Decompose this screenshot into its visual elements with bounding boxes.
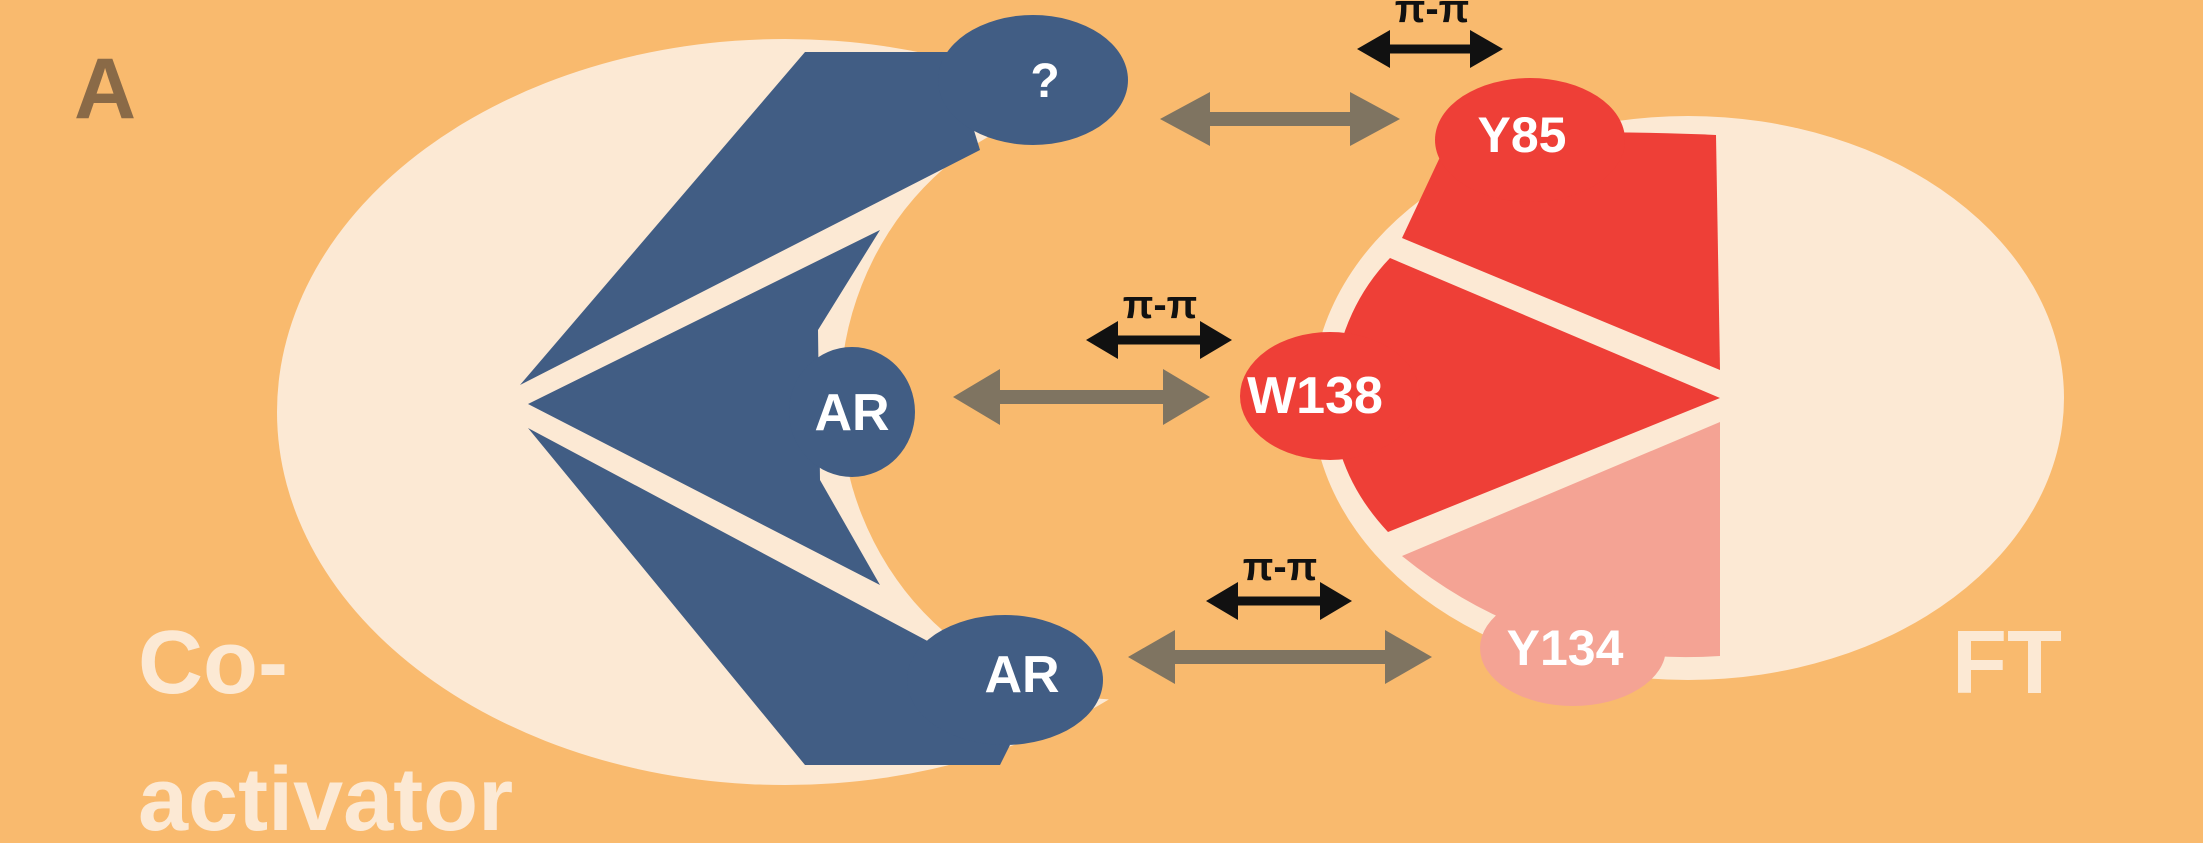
pi-pi-label-middle: π-π xyxy=(1123,283,1198,327)
pi-pi-arrow-top xyxy=(1357,30,1503,68)
pi-pi-label-top: π-π xyxy=(1395,0,1470,31)
panel-label: A xyxy=(74,41,136,137)
residue-label-y134: Y134 xyxy=(1507,620,1624,676)
interaction-arrow-bottom xyxy=(1128,630,1432,684)
coactivator-label-line1: Co- xyxy=(138,613,288,713)
residue-blob-y134 xyxy=(1480,590,1666,706)
coactivator-fan xyxy=(520,52,1010,765)
residue-label-ar-middle: AR xyxy=(814,384,889,442)
coactivator-label-line2: activator xyxy=(138,750,513,843)
pi-pi-arrow-bottom xyxy=(1206,582,1352,620)
residue-label-y85: Y85 xyxy=(1478,107,1567,163)
residue-blob-unknown xyxy=(938,15,1128,145)
pi-pi-arrow-middle xyxy=(1086,321,1232,359)
residue-label-unknown: ? xyxy=(1030,55,1059,108)
residue-label-w138: W138 xyxy=(1247,367,1383,425)
residue-blob-y85 xyxy=(1435,78,1625,202)
pi-pi-label-bottom: π-π xyxy=(1243,545,1318,589)
interaction-arrow-top xyxy=(1160,92,1400,146)
interaction-arrow-middle xyxy=(953,369,1210,425)
residue-label-ar-bottom: AR xyxy=(984,646,1059,704)
residue-blob-w138 xyxy=(1240,332,1420,460)
ft-label: FT xyxy=(1952,613,2062,713)
residue-blob-ar-bottom xyxy=(907,615,1103,745)
residue-blob-ar-middle xyxy=(789,347,915,477)
